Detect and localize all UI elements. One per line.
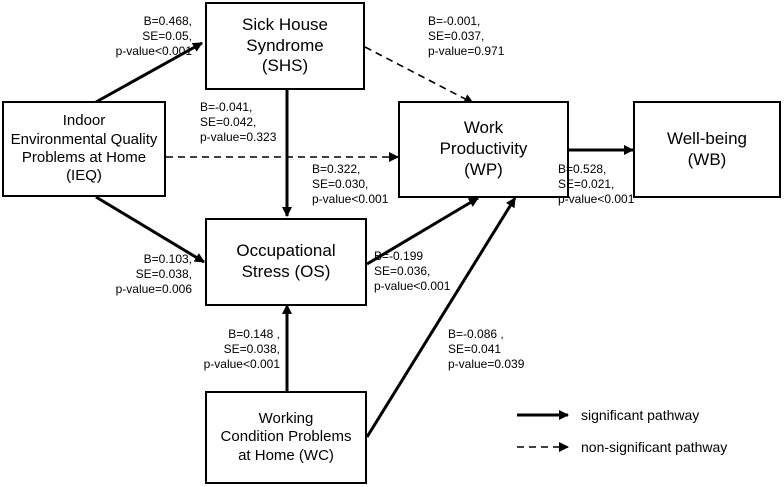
edge-ieq-wp-stats: B=-0.041, SE=0.042, p-value=0.323 (200, 100, 277, 145)
edge-shs-wp (364, 46, 474, 104)
node-ieq-label: Indoor Environmental Quality Problems at… (10, 112, 158, 185)
edge-wc-os-stats: B=0.148 , SE=0.038, p-value<0.001 (203, 327, 280, 372)
node-os: Occupational Stress (OS) (205, 218, 367, 306)
edge-os-wp (366, 196, 479, 266)
edge-ieq-shs-stats: B=0.468, SE=0.05, p-value<0.001 (115, 14, 192, 59)
node-wb: Well-being (WB) (633, 101, 781, 198)
edge-wp-wb-stats: B=0.528, SE=0.021, p-value<0.001 (558, 162, 635, 207)
node-wc-label: Working Condition Problems at Home (WC) (220, 410, 352, 464)
node-wp-label: Work Productivity (WP) (439, 118, 528, 179)
node-wb-label: Well-being (WB) (666, 128, 747, 169)
edge-shs-os-stats: B=0.322, SE=0.030, p-value<0.001 (312, 162, 389, 207)
edge-wc-wp-stats: B=-0.086 , SE=0.041 p-value=0.039 (448, 327, 525, 372)
node-shs-label: Sick House Syndrome (SHS) (242, 14, 328, 76)
node-ieq: Indoor Environmental Quality Problems at… (2, 101, 166, 197)
edge-wc-wp (365, 197, 517, 438)
node-wc: Working Condition Problems at Home (WC) (205, 391, 367, 484)
node-wp: Work Productivity (WP) (398, 101, 569, 198)
edge-shs-wp-stats: B=-0.001, SE=0.037, p-value=0.971 (428, 14, 505, 59)
edge-ieq-shs (95, 41, 203, 104)
node-os-label: Occupational Stress (OS) (236, 241, 336, 281)
node-shs: Sick House Syndrome (SHS) (205, 2, 365, 90)
legend-non-significant-label: non-significant pathway (581, 439, 728, 455)
edge-ieq-os-stats: B=0.103, SE=0.038, p-value=0.006 (115, 252, 192, 297)
legend-significant-label: significant pathway (581, 407, 700, 423)
edge-ieq-os (95, 195, 205, 264)
edge-os-wp-stats: B=-0.199 SE=0.036, p-value<0.001 (374, 249, 451, 294)
